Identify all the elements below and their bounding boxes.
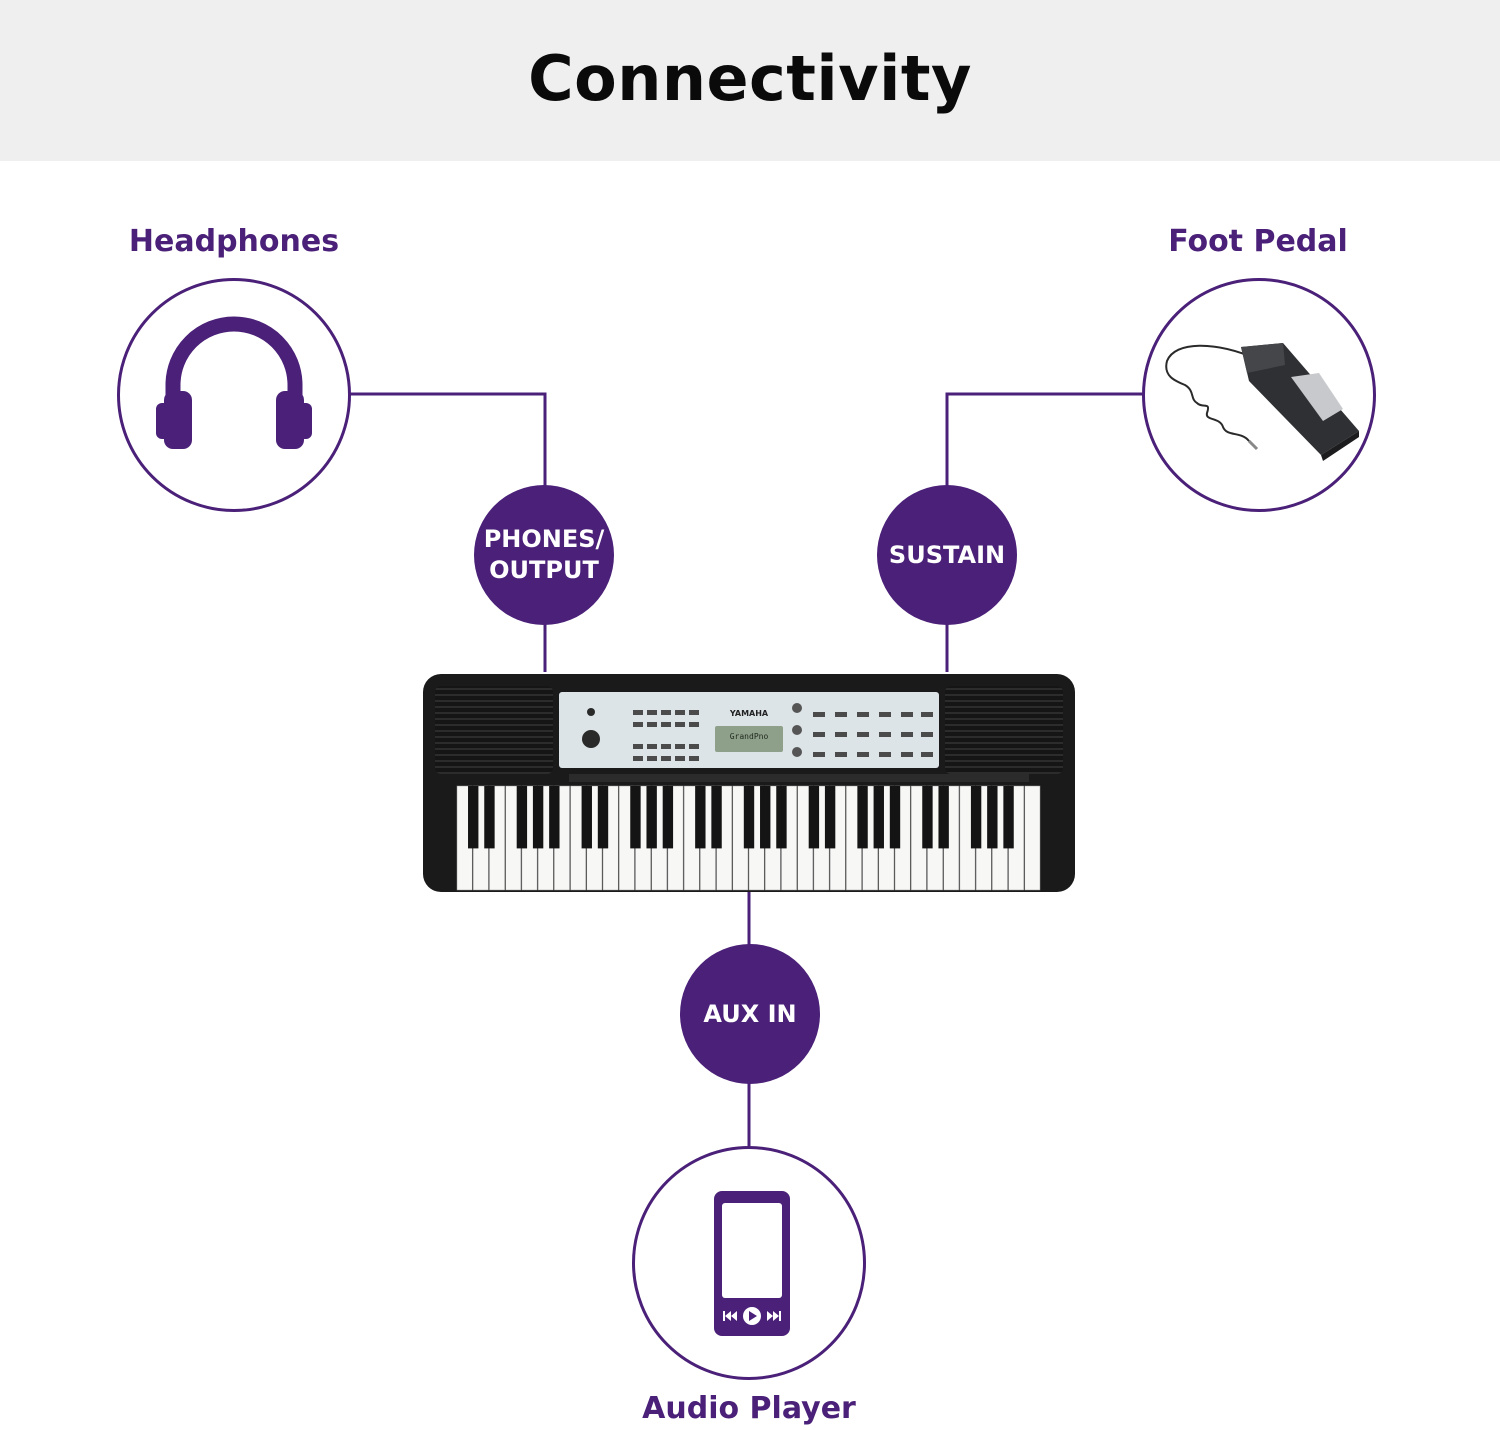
panel-button — [901, 712, 913, 717]
brand-logo: YAMAHA — [729, 709, 769, 718]
power-button — [587, 708, 595, 716]
panel-button — [633, 756, 643, 761]
lcd-text: GrandPno — [730, 732, 769, 741]
panel-button — [921, 732, 933, 737]
panel-button — [633, 710, 643, 715]
panel-button — [647, 756, 657, 761]
piano-keys — [456, 785, 1041, 891]
panel-button — [901, 732, 913, 737]
black-key — [970, 786, 982, 849]
black-key — [776, 786, 787, 849]
left-speaker-grille — [435, 686, 553, 774]
foot-pedal-label: Foot Pedal — [1168, 224, 1348, 259]
black-key — [532, 786, 544, 849]
headphones-label: Headphones — [128, 224, 340, 259]
panel-button — [661, 756, 671, 761]
black-key — [581, 786, 592, 849]
page-title: Connectivity — [528, 42, 972, 115]
panel-button — [857, 752, 869, 757]
white-key — [1024, 785, 1041, 891]
keyboard-image: GrandPno YAMAHA — [423, 674, 1075, 892]
volume-knob — [582, 730, 600, 748]
black-key — [760, 786, 771, 849]
panel-button — [675, 710, 685, 715]
panel-button — [675, 722, 685, 727]
panel-button — [813, 732, 825, 737]
black-key — [987, 786, 998, 849]
black-key — [938, 786, 949, 849]
black-key — [549, 786, 560, 849]
panel-button — [661, 710, 671, 715]
black-key — [695, 786, 706, 849]
panel-button — [689, 722, 699, 727]
dial-1 — [792, 703, 802, 713]
black-key — [646, 786, 657, 849]
black-key — [1003, 786, 1014, 849]
foot-pedal-circle — [1142, 278, 1376, 512]
black-key — [711, 786, 722, 849]
panel-button — [857, 712, 869, 717]
right-speaker-grille — [945, 686, 1063, 774]
black-key — [484, 786, 495, 849]
black-key — [873, 786, 884, 849]
lcd-display — [715, 726, 783, 752]
panel-button — [901, 752, 913, 757]
panel-button — [647, 710, 657, 715]
black-key — [743, 786, 755, 849]
black-key — [922, 786, 933, 849]
dial-3 — [792, 747, 802, 757]
panel-button — [633, 744, 643, 749]
panel-button — [857, 732, 869, 737]
panel-button — [835, 712, 847, 717]
black-key — [857, 786, 868, 849]
headphones-circle — [117, 278, 351, 512]
panel-button — [813, 752, 825, 757]
black-key — [516, 786, 528, 849]
black-key — [662, 786, 674, 849]
panel-button — [675, 756, 685, 761]
key-label-strip — [569, 774, 1029, 782]
aux-in-badge: AUX IN — [680, 944, 820, 1084]
panel-button — [647, 744, 657, 749]
panel-button — [921, 712, 933, 717]
panel-button — [879, 752, 891, 757]
phones-output-label-line2: OUTPUT — [489, 556, 599, 584]
audio-player-label: Audio Player — [642, 1391, 856, 1426]
phones-output-label-line1: PHONES/ — [483, 525, 605, 553]
dial-2 — [792, 725, 802, 735]
sustain-pedal-icon — [1165, 343, 1359, 461]
panel-button — [835, 732, 847, 737]
panel-button — [921, 752, 933, 757]
header-band: Connectivity — [0, 0, 1500, 161]
black-key — [597, 786, 609, 849]
headphones-icon — [156, 316, 312, 449]
panel-button — [661, 722, 671, 727]
panel-button — [661, 744, 671, 749]
panel-button — [835, 752, 847, 757]
sustain-badge: SUSTAIN — [877, 485, 1017, 625]
black-key — [824, 786, 836, 849]
panel-button — [879, 732, 891, 737]
panel-buttons — [633, 710, 933, 761]
panel-button — [813, 712, 825, 717]
panel-button — [675, 744, 685, 749]
black-key — [889, 786, 901, 849]
panel-button — [689, 756, 699, 761]
panel-button — [879, 712, 891, 717]
phones-output-badge: PHONES/ OUTPUT — [474, 485, 614, 625]
audio-player-icon — [714, 1191, 790, 1336]
panel-button — [647, 722, 657, 727]
panel-button — [633, 722, 643, 727]
black-key — [808, 786, 820, 849]
sustain-label: SUSTAIN — [888, 540, 1006, 569]
panel-button — [689, 710, 699, 715]
audio-player-circle — [632, 1146, 866, 1380]
black-key — [630, 786, 641, 849]
aux-in-label: AUX IN — [703, 999, 797, 1028]
black-key — [468, 786, 479, 849]
panel-button — [689, 744, 699, 749]
